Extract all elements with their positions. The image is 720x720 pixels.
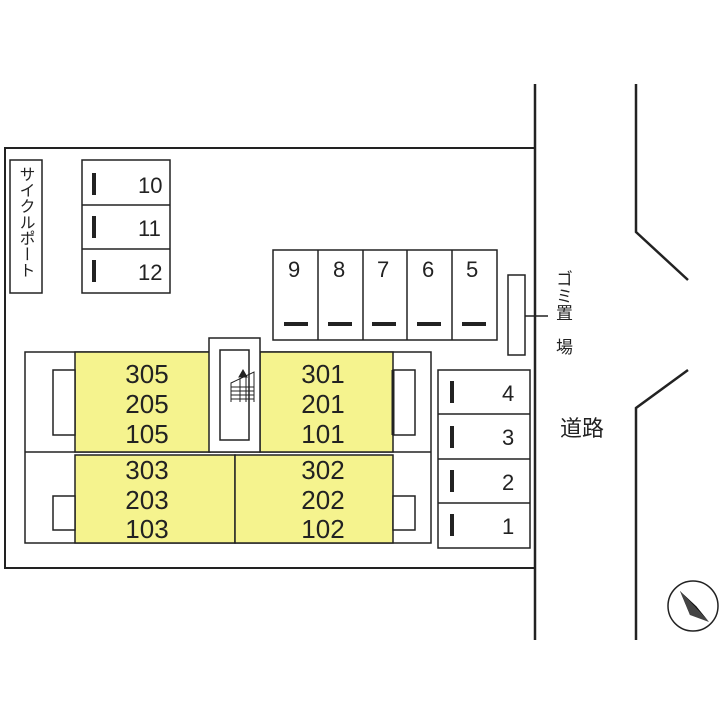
unit-301: 301 <box>301 359 344 389</box>
north-arrow-icon <box>667 580 719 632</box>
parking-12: 12 <box>138 260 162 285</box>
road-edge-right-lower <box>634 368 689 640</box>
road-edge-right-upper <box>634 84 689 281</box>
cycle-port-label: サイクルポート <box>17 166 36 278</box>
parking-9: 9 <box>288 257 300 282</box>
unit-103: 103 <box>125 514 168 544</box>
garbage-area <box>507 274 548 356</box>
unit-201: 201 <box>301 389 344 419</box>
unit-102: 102 <box>301 514 344 544</box>
unit-block-top-left <box>74 351 211 453</box>
unit-203: 203 <box>125 485 168 515</box>
unit-block-top-right <box>259 351 394 453</box>
parking-10: 10 <box>138 173 162 198</box>
unit-202: 202 <box>301 485 344 515</box>
building <box>24 337 432 544</box>
right-parking <box>437 369 531 549</box>
site-boundary <box>4 147 535 569</box>
road <box>533 84 689 640</box>
parking-6: 6 <box>422 257 434 282</box>
unit-205: 205 <box>125 389 168 419</box>
top-parking <box>272 249 498 341</box>
left-parking <box>81 159 171 294</box>
unit-block-bottom-right <box>234 454 394 544</box>
unit-302: 302 <box>301 455 344 485</box>
unit-303: 303 <box>125 455 168 485</box>
unit-labels: 305 205 105 301 201 101 303 203 103 302 … <box>125 359 344 544</box>
parking-1: 1 <box>502 514 514 539</box>
unit-305: 305 <box>125 359 168 389</box>
parking-3: 3 <box>502 425 514 450</box>
parking-4: 4 <box>502 381 514 406</box>
parking-2: 2 <box>502 470 514 495</box>
parking-5: 5 <box>466 257 478 282</box>
parking-8: 8 <box>333 257 345 282</box>
garbage-label-2: 場 <box>552 338 573 356</box>
parking-11: 11 <box>138 216 161 241</box>
unit-101: 101 <box>301 419 344 449</box>
unit-105: 105 <box>125 419 168 449</box>
garbage-label-1: ゴミ置 <box>552 270 573 321</box>
road-label: 道路 <box>560 417 604 442</box>
parking-7: 7 <box>377 257 389 282</box>
cycle-port: サイクルポート <box>9 159 43 294</box>
stairs-icon <box>230 368 255 402</box>
